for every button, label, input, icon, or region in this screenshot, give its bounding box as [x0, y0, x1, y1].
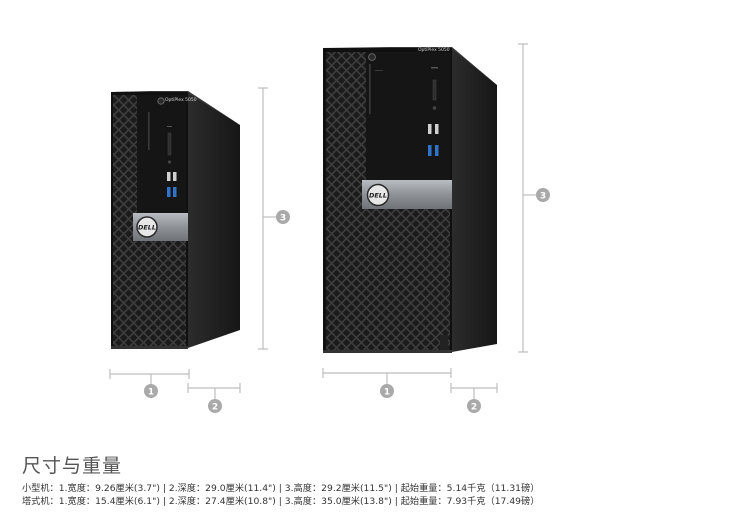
svg-text:3: 3: [540, 191, 546, 201]
svg-text:2: 2: [212, 402, 218, 412]
tower-dimension-lines: [322, 43, 536, 399]
spec-line-tower: 塔式机：1.宽度：15.4厘米(6.1") | 2.深度：27.4厘米(10.8…: [22, 496, 540, 507]
tower-brand-label: OptiPlex 5050: [418, 47, 450, 53]
sff-power-button-icon: [157, 97, 165, 105]
svg-text:DELL: DELL: [369, 192, 387, 200]
tower-depth-marker: 2: [467, 399, 481, 413]
sff-width-marker: 1: [144, 384, 158, 398]
svg-text:3: 3: [280, 213, 286, 223]
tower-usb-ports: [428, 124, 439, 156]
tower-dell-logo: [366, 183, 390, 207]
product-dimension-diagram: OptiPlex 5050 DELL: [109, 43, 550, 413]
spec-line-small-form-factor: 小型机：1.宽度：9.26厘米(3.7") | 2.深度：29.0厘米(11.4…: [22, 483, 540, 494]
sff-usb-ports: [167, 172, 177, 197]
spec-list: 小型机：1.宽度：9.26厘米(3.7") | 2.深度：29.0厘米(11.4…: [22, 482, 742, 508]
small-form-factor-pc: OptiPlex 5050 DELL: [111, 91, 240, 349]
tower-side-panel: [452, 48, 497, 352]
sff-depth-marker: 2: [208, 399, 222, 413]
svg-text:DELL: DELL: [138, 224, 156, 232]
tower-height-marker: 3: [536, 188, 550, 202]
sff-brand-label: OptiPlex 5050: [165, 97, 197, 103]
sff-dell-logo: [136, 216, 158, 238]
sff-side-panel: [188, 91, 240, 348]
svg-text:2: 2: [471, 402, 477, 412]
tower-pc: OptiPlex 5050 DELL: [323, 47, 497, 353]
tower-power-button-icon: [368, 53, 376, 61]
section-title: 尺寸与重量: [22, 455, 123, 477]
sff-dimension-lines: [109, 87, 276, 399]
svg-text:1: 1: [148, 387, 154, 397]
svg-text:1: 1: [384, 387, 390, 397]
tower-front-mesh: [326, 52, 366, 350]
sff-height-marker: 3: [276, 210, 290, 224]
tower-width-marker: 1: [380, 384, 394, 398]
